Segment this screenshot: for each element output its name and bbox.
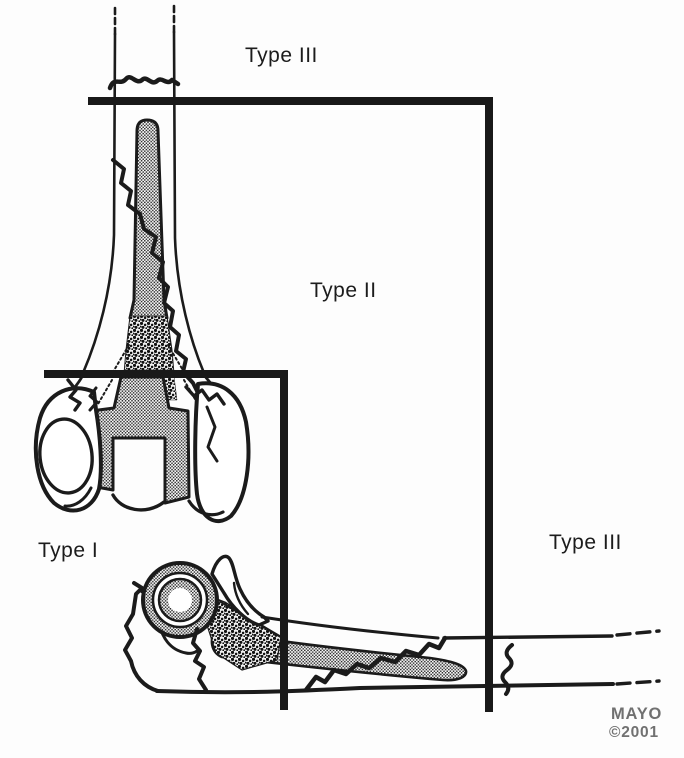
watermark-copyright-year: ©2001 <box>609 724 659 741</box>
ulna-top-edge <box>260 615 440 640</box>
humerus-type2-jagged-fracture <box>111 158 201 397</box>
humerus-frontal-view <box>33 4 251 523</box>
olecranon-type1-fracture <box>191 627 208 692</box>
humerus-cortex-left <box>81 32 117 375</box>
trochlea-arc-center <box>111 493 166 512</box>
coronoid-process <box>210 554 270 627</box>
cement-mantle-humerus <box>123 315 175 375</box>
watermark-org: MAYO <box>611 705 662 723</box>
olecranon-outline <box>123 581 160 693</box>
capitellum-outline <box>38 417 94 495</box>
ulna-bottom-edge-dashed <box>615 679 661 686</box>
zone-label-type3-top: Type III <box>245 44 318 67</box>
left-condyle-jagged-line <box>66 378 82 412</box>
zone-label-type3-right: Type III <box>549 531 622 554</box>
trochlea-arc-right <box>187 499 225 517</box>
humerus-type3-wavy-fracture <box>107 75 181 91</box>
right-condyle-fragment <box>193 381 251 523</box>
humeral-implant-stem <box>128 118 169 320</box>
ulna-bottom-edge <box>155 682 615 695</box>
ulna-top-edge-right <box>442 634 614 640</box>
elbow-lateral-view <box>123 554 661 696</box>
elbow-articulation-bearing <box>141 561 219 639</box>
left-supracondylar-jag <box>88 386 99 412</box>
humerus-shaft-dashed-continuation <box>113 4 176 36</box>
mayo-watermark: MAYO ©2001 <box>609 705 662 741</box>
zone-label-type2: Type II <box>310 279 377 302</box>
right-condyle-inner-jag <box>205 405 219 463</box>
right-condyle-jagged-line <box>184 385 226 406</box>
zone-boundaries <box>44 97 493 712</box>
zone-boundary-lower <box>44 370 288 710</box>
ulna-type3-wavy-fracture <box>500 643 514 696</box>
humerus-cortex-right <box>172 30 206 375</box>
radial-notch-curve <box>232 581 250 616</box>
zone-boundary-upper <box>88 97 493 712</box>
ulna-top-edge-dashed <box>615 629 661 637</box>
ulna-type2-jagged-fracture <box>303 635 448 693</box>
zone-label-type1: Type I <box>38 539 98 562</box>
trochlea-arc-left <box>63 486 93 508</box>
